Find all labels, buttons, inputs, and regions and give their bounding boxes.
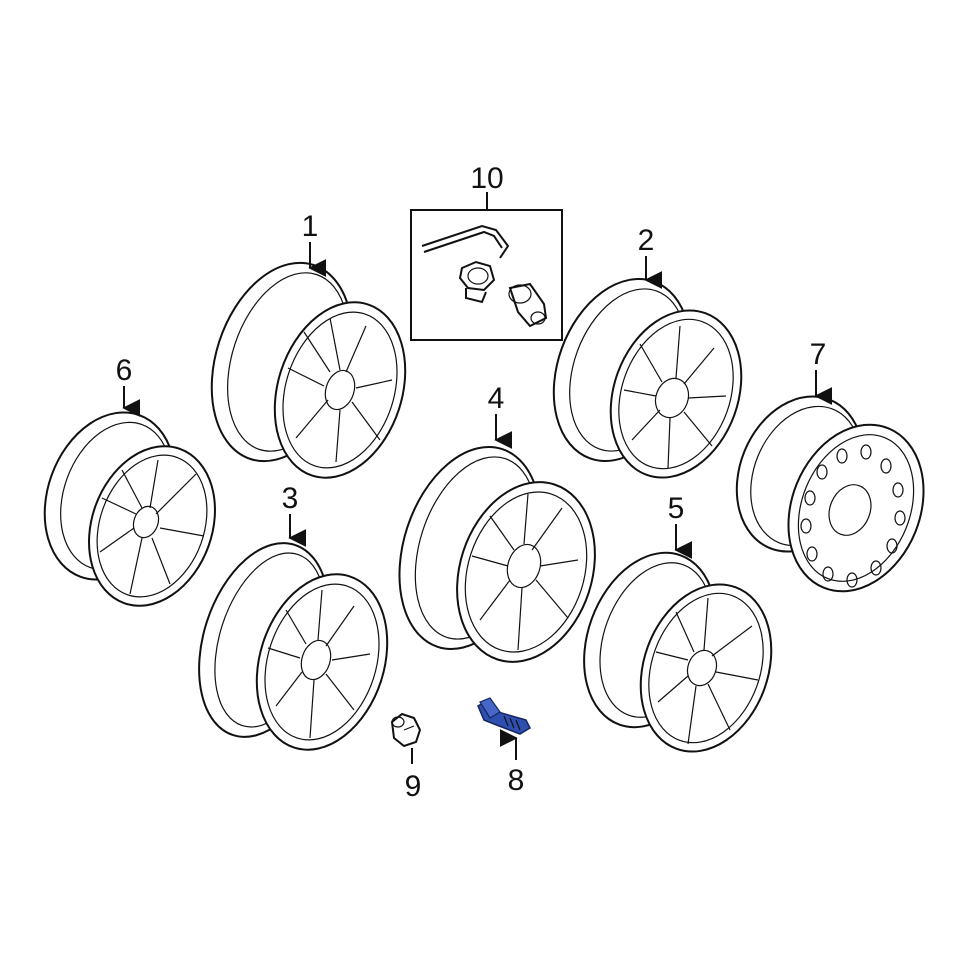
callout-4: 4 xyxy=(488,382,505,415)
wheel-6[interactable] xyxy=(22,394,236,624)
vent-holes xyxy=(800,444,906,588)
callout-5: 5 xyxy=(668,492,685,525)
key-tool-icon xyxy=(421,224,510,259)
callout-1: 1 xyxy=(302,210,319,243)
lock-kit-10[interactable] xyxy=(410,209,563,341)
callout-9: 9 xyxy=(405,770,422,803)
wheel-5[interactable] xyxy=(561,534,794,770)
callout-6: 6 xyxy=(116,354,133,387)
wheel-4[interactable] xyxy=(375,429,617,680)
wheel-stud-8[interactable] xyxy=(477,697,531,735)
wheel-lock-icon xyxy=(508,282,548,328)
callout-3: 3 xyxy=(282,482,299,515)
locking-nut-icon xyxy=(458,260,496,304)
callout-10: 10 xyxy=(470,162,503,195)
wheel-1[interactable] xyxy=(188,245,427,495)
callout-8: 8 xyxy=(508,764,525,797)
wheel-7[interactable] xyxy=(714,377,947,611)
wheel-3[interactable] xyxy=(176,526,409,766)
callout-7: 7 xyxy=(810,338,827,371)
callout-2: 2 xyxy=(638,224,655,257)
lug-nut-9[interactable] xyxy=(390,712,422,748)
wheel-2[interactable] xyxy=(530,260,764,496)
